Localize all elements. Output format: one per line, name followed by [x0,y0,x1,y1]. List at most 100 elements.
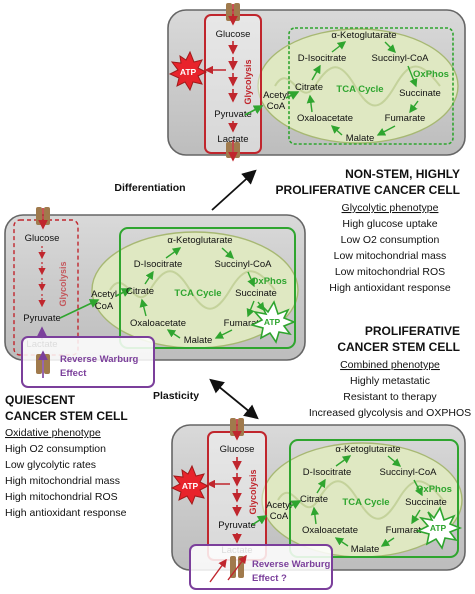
reverse-warburg-label: Reverse Warburg [252,559,331,570]
non-stem-trait: Low O2 consumption [341,234,440,246]
lactate-transporter-icon [209,554,247,583]
succinyl-coa-label: Succinyl-CoA [214,259,272,270]
non-stem-trait: High antioxidant response [329,282,451,294]
succinate-label: Succinate [405,497,447,508]
tca-box [119,227,296,349]
mitochondrion [257,28,459,144]
reverse-warburg-label: Reverse Warburg [60,354,139,365]
glucose-transporter-icon [226,3,240,26]
proliferative-phenotype: Combined phenotype [340,359,440,371]
malate-label: Malate [346,133,375,144]
oxaloacetate-label: Oxaloacetate [302,525,358,536]
effect-label: Effect ? [252,573,287,584]
coa-label: CoA [95,301,114,312]
atp-burst-icon: ATP [170,464,210,506]
quiescent-trait: High O2 consumption [5,443,106,455]
non-stem-description: NON-STEM, HIGHLY PROLIFERATIVE CANCER CE… [276,167,460,294]
tca-cycle-label: TCA Cycle [174,288,221,299]
akg-label: α-Ketoglutarate [331,30,396,41]
succinyl-coa-label: Succinyl-CoA [371,53,429,64]
differentiation-arrow: Differentiation [114,169,257,211]
svg-text:ATP: ATP [180,67,197,77]
succinate-label: Succinate [399,88,441,99]
citrate-label: Citrate [295,82,323,93]
proliferative-trait: Highly metastatic [350,375,430,387]
lactate-transporter-icon [36,350,50,378]
succinyl-coa-label: Succinyl-CoA [379,467,437,478]
quiescent-stem-description: QUIESCENT CANCER STEM CELL Oxidative phe… [5,393,128,519]
top-cell: Glucose Glycolysis Pyruvate Lactate ATP … [167,3,466,162]
coa-label: CoA [270,511,289,522]
glucose-transporter-icon [36,207,50,230]
glucose-label: Glucose [220,444,255,455]
reverse-warburg-box [21,336,155,388]
fumarate-label: Fumarate [386,525,427,536]
proliferative-stem-description: PROLIFERATIVE CANCER STEM CELL Combined … [309,324,471,419]
bottom-cell: Glucose Glycolysis Pyruvate Lactate ATP … [170,418,466,590]
oxaloacetate-label: Oxaloacetate [130,318,186,329]
non-stem-trait: Low mitochondrial mass [334,250,447,262]
d-isocitrate-label: D-Isocitrate [303,467,352,478]
reverse-warburg-box [189,544,333,590]
malate-label: Malate [351,544,380,555]
proliferative-title-1: PROLIFERATIVE [365,324,460,338]
atp-burst-icon: ATP [249,300,297,344]
d-isocitrate-label: D-Isocitrate [134,259,183,270]
lactate-transporter-icon [226,140,240,162]
pyruvate-label: Pyruvate [214,109,252,120]
tca-box [288,27,454,145]
malate-label: Malate [184,335,213,346]
non-stem-title-1: NON-STEM, HIGHLY [345,167,460,181]
middle-cell: Glucose Glycolysis Pyruvate Lactate Acet… [4,207,306,388]
citrate-label: Citrate [300,494,328,505]
glucose-label: Glucose [216,29,251,40]
glucose-transporter-icon [230,418,244,441]
quiescent-trait: Low glycolytic rates [5,459,96,471]
acetyl-label: Acetyl [266,500,292,511]
oxaloacetate-label: Oxaloacetate [297,113,353,124]
differentiation-label: Differentiation [114,182,185,194]
glycolysis-label: Glycolysis [248,469,258,514]
coa-label: CoA [267,101,286,112]
svg-text:ATP: ATP [430,523,447,533]
pyruvate-label: Pyruvate [218,520,256,531]
non-stem-trait: High glucose uptake [342,218,437,230]
pyruvate-label: Pyruvate [23,313,61,324]
effect-label: Effect [60,368,87,379]
akg-label: α-Ketoglutarate [335,444,400,455]
glycolysis-label: Glycolysis [243,59,253,104]
svg-text:ATP: ATP [182,481,199,491]
lactate-label: Lactate [217,134,248,145]
quiescent-phenotype: Oxidative phenotype [5,427,101,439]
quiescent-trait: High mitochondrial ROS [5,491,118,503]
oxphos-label: OxPhos [251,276,287,287]
glycolysis-label: Glycolysis [58,261,68,306]
acetyl-label: Acetyl [91,289,117,300]
quiescent-trait: High mitochondrial mass [5,475,120,487]
tca-cycle-label: TCA Cycle [336,84,383,95]
quiescent-title-2: CANCER STEM CELL [5,409,128,423]
citrate-label: Citrate [126,286,154,297]
plasticity-label: Plasticity [153,390,199,402]
plasticity-arrow: Plasticity [153,378,259,420]
d-isocitrate-label: D-Isocitrate [298,53,347,64]
quiescent-trait: High antioxidant response [5,507,127,519]
proliferative-trait: Increased glycolysis and OXPHOS [309,407,471,419]
tca-box [289,439,459,558]
succinate-label: Succinate [235,288,277,299]
non-stem-trait: Low mitochondrial ROS [335,266,445,278]
akg-label: α-Ketoglutarate [167,235,232,246]
fumarate-label: Fumarate [224,318,265,329]
oxphos-label: OxPhos [413,69,449,80]
acetyl-label: Acetyl [263,90,289,101]
atp-burst-icon: ATP [168,50,208,92]
non-stem-phenotype: Glycolytic phenotype [342,202,439,214]
oxphos-label: OxPhos [416,484,452,495]
glucose-label: Glucose [25,233,60,244]
non-stem-title-2: PROLIFERATIVE CANCER CELL [276,183,460,197]
tca-cycle-label: TCA Cycle [342,497,389,508]
quiescent-title-1: QUIESCENT [5,393,76,407]
proliferative-trait: Resistant to therapy [343,391,437,403]
atp-burst-icon: ATP [415,506,463,550]
